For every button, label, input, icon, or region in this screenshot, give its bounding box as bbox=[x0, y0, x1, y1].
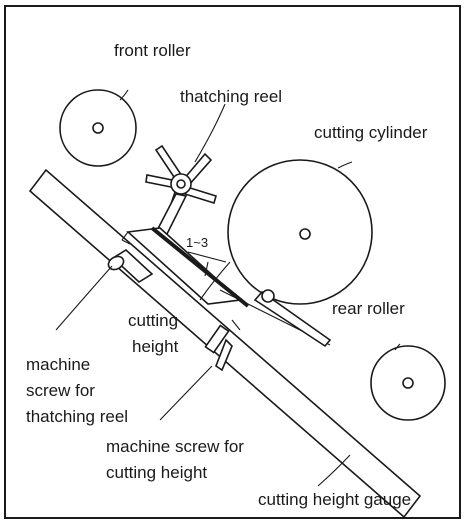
diagram-frame bbox=[4, 5, 461, 519]
label-thatching-reel: thatching reel bbox=[180, 87, 282, 106]
label-cutting-height-1: cutting bbox=[128, 311, 178, 330]
label-screw-thatching-2: screw for bbox=[26, 381, 95, 400]
label-cutting-cylinder: cutting cylinder bbox=[314, 123, 428, 142]
machine-screw-cutting-height bbox=[204, 289, 275, 372]
gap-label: 1~3 bbox=[186, 235, 208, 250]
label-rear-roller: rear roller bbox=[332, 299, 405, 318]
label-screw-cutting-1: machine screw for bbox=[106, 437, 244, 456]
cutting-cylinder bbox=[227, 159, 373, 305]
rear-roller bbox=[370, 345, 446, 421]
front-roller bbox=[59, 89, 137, 167]
gap-indicator: 1~3 bbox=[186, 235, 227, 277]
label-cutting-height-2: height bbox=[132, 337, 179, 356]
leader-lines bbox=[55, 89, 401, 487]
label-front-roller: front roller bbox=[114, 41, 191, 60]
label-screw-thatching-1: machine bbox=[26, 355, 90, 374]
machine-screw-thatching-reel bbox=[107, 231, 154, 283]
label-gauge: cutting height gauge bbox=[258, 490, 411, 509]
cutting-bed-knife bbox=[253, 290, 332, 348]
label-screw-thatching-3: thatching reel bbox=[26, 407, 128, 426]
cutting-blade bbox=[150, 226, 250, 308]
label-screw-cutting-2: cutting height bbox=[106, 463, 207, 482]
